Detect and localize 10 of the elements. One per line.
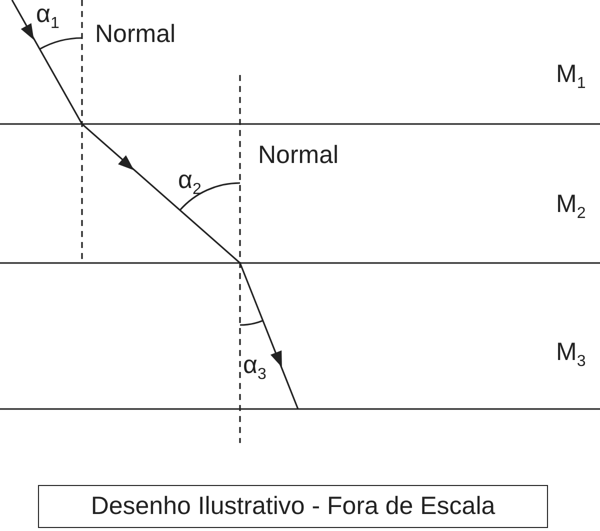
medium-label: M$_{1}$ (556, 62, 586, 92)
normal-label: Normal (258, 143, 339, 168)
angle-label: α$_{1}$ (36, 2, 60, 32)
normal-label: Normal (95, 22, 176, 47)
caption-text: Desenho Ilustrativo - Fora de Escala (90, 492, 496, 521)
medium-label: M$_{2}$ (556, 192, 586, 222)
angle-label: α$_{3}$ (243, 353, 266, 383)
angle-label: α$_{2}$ (178, 168, 202, 198)
caption-box (38, 485, 548, 528)
medium-label: M$_{3}$ (556, 340, 586, 370)
